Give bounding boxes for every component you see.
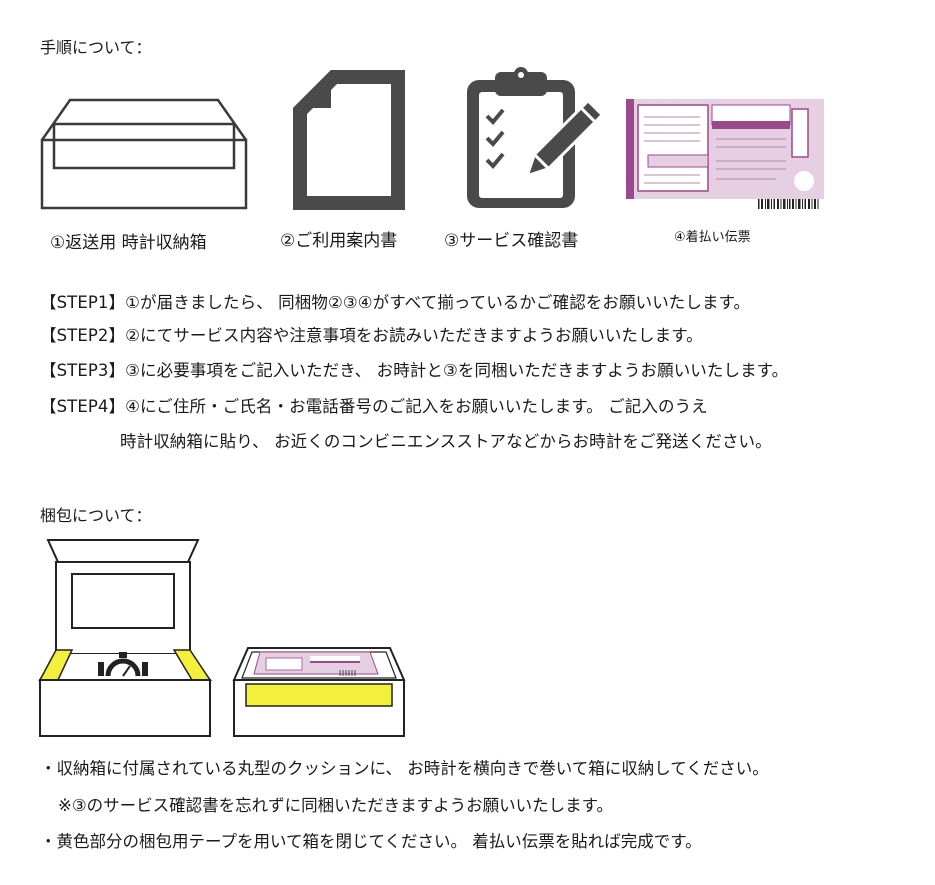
- clipboard-checklist-icon: [467, 67, 605, 208]
- caption-cod-slip: ④着払い伝票: [674, 230, 751, 245]
- packing-note-3: ・黄色部分の梱包用テープを用いて箱を閉じてください。 着払い伝票を貼れば完成です…: [40, 832, 702, 851]
- caption-service-confirmation: ③サービス確認書: [444, 231, 579, 251]
- packing-note-1: ・収納箱に付属されている丸型のクッションに、 お時計を横向きで巻いて箱に収納して…: [40, 759, 769, 778]
- document-icon: [293, 70, 405, 210]
- caption-return-box: ①返送用 時計収納箱: [50, 233, 207, 253]
- closed-box-with-slip-illustration: [232, 647, 406, 737]
- shipping-slip-icon: [626, 99, 824, 213]
- packing-note-2: ※③のサービス確認書を忘れずに同梱いただきますようお願いいたします。: [58, 796, 613, 815]
- step-1: 【STEP1】①が届きましたら、 同梱物②③④がすべて揃っているかご確認をお願い…: [40, 293, 751, 312]
- open-watch-box-illustration: [38, 539, 213, 737]
- packing-heading: 梱包について：: [40, 506, 152, 525]
- step-4-continuation: 時計収納箱に貼り、 お近くのコンビニエンスストアなどからお時計をご発送ください。: [120, 432, 772, 451]
- procedure-heading: 手順について：: [40, 38, 152, 57]
- envelope-icon: [40, 98, 248, 210]
- caption-guide: ②ご利用案内書: [280, 231, 398, 251]
- step-3: 【STEP3】③に必要事項をご記入いただき、 お時計と③を同梱いただきますようお…: [40, 361, 789, 380]
- step-4: 【STEP4】④にご住所・ご氏名・お電話番号のご記入をお願いいたします。 ご記入…: [40, 397, 708, 416]
- watch-icon: [98, 652, 148, 677]
- step-2: 【STEP2】②にてサービス内容や注意事項をお読みいただきますようお願いいたしま…: [40, 326, 703, 345]
